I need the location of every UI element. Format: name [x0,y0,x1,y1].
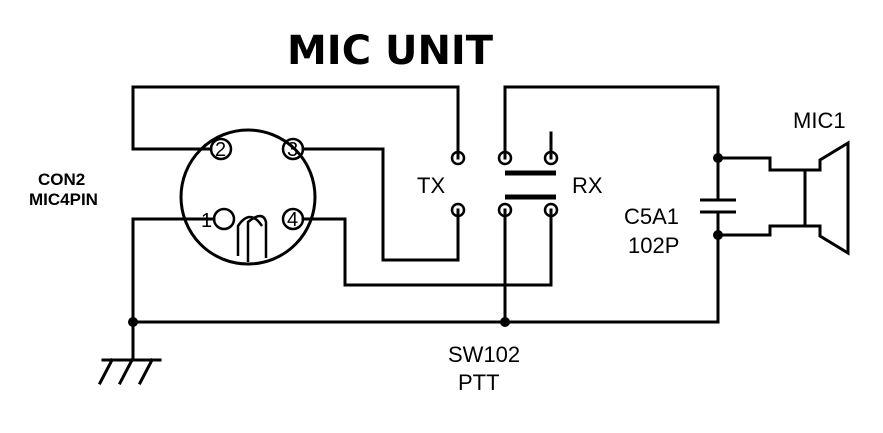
wire-mic-lower [716,224,807,237]
pin-4-label: 4 [287,209,298,231]
rx-contact-lower-right [543,202,559,218]
ground-symbol [97,357,162,386]
wire-rx-upper-cap [503,85,720,202]
capacitor-c5a1: C5A1 102P [624,198,736,258]
junction-dot [128,317,138,327]
tx-label: TX [417,173,445,198]
connector-body [179,128,317,266]
connector-key-inner [236,215,264,256]
wire-pin3-tx-lower [301,147,460,262]
wire-pin4-rx-lower [301,208,553,287]
wire-mic-upper [716,156,807,172]
pin-2-label: 2 [215,139,226,161]
wire-pin2-tx-upper [131,85,460,160]
switch-sw102: TX RX SW102 PTT [417,150,603,395]
switch-ref-label: SW102 [448,342,520,367]
microphone-mic1: MIC1 [793,108,850,256]
switch-name-label: PTT [458,370,500,395]
capacitor-ref-label: C5A1 [624,204,679,229]
rx-contact-lower-left [497,202,513,218]
junction-dot [713,230,723,240]
diagram-title: MIC UNIT [287,28,494,74]
tx-contact-upper [450,150,466,166]
pin-3-label: 3 [287,139,298,161]
tx-contact-lower [450,202,466,218]
connector-key-notch [246,214,268,262]
microphone-ref-label: MIC1 [793,108,846,133]
connector-ref-label: CON2 [38,170,85,189]
rx-contact-upper-right [543,150,559,166]
junctions [128,153,723,327]
microphone-body [803,140,850,256]
rx-label: RX [572,173,603,198]
connector-type-label: MIC4PIN [29,190,98,209]
pin-1-label: 1 [201,210,212,232]
pin-1-circle [212,207,236,231]
junction-dot [713,153,723,163]
wires [131,85,807,362]
capacitor-value-label: 102P [628,233,679,258]
junction-dot [500,317,510,327]
rx-contact-upper-left [497,150,513,166]
wire-pin1-ground [131,217,216,324]
